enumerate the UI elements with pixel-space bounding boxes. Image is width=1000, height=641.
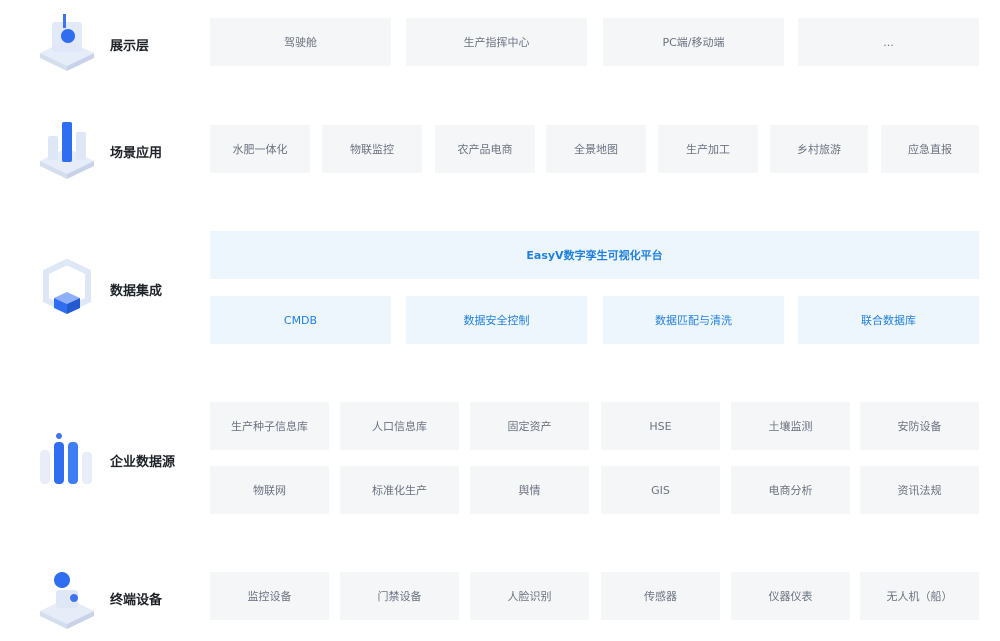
scenario-item[interactable]: 全景地图 <box>546 125 646 173</box>
integration-item[interactable]: CMDB <box>210 296 391 344</box>
scenario-item[interactable]: 乡村旅游 <box>770 125 868 173</box>
data-source-item[interactable]: GIS <box>601 466 720 514</box>
data-source-item[interactable]: 土壤监测 <box>731 402 850 450</box>
display-item-cockpit[interactable]: 驾驶舱 <box>210 18 391 66</box>
scenario-layer-icon <box>40 122 94 179</box>
data-source-item[interactable]: 固定资产 <box>470 402 589 450</box>
layer-title: 企业数据源 <box>110 455 176 470</box>
integration-layer-icon <box>43 258 91 314</box>
data-source-item[interactable]: 生产种子信息库 <box>210 402 329 450</box>
terminal-item[interactable]: 监控设备 <box>210 572 329 620</box>
data-source-item[interactable]: 标准化生产 <box>340 466 459 514</box>
data-source-item[interactable]: 物联网 <box>210 466 329 514</box>
data-source-item[interactable]: 资讯法规 <box>860 466 979 514</box>
scenario-item[interactable]: 农产品电商 <box>435 125 535 173</box>
data-source-item[interactable]: 舆情 <box>470 466 589 514</box>
layer-title: 数据集成 <box>110 284 163 299</box>
data-source-item[interactable]: 人口信息库 <box>340 402 459 450</box>
layer-title: 场景应用 <box>110 146 163 161</box>
display-item-command-center[interactable]: 生产指挥中心 <box>406 18 587 66</box>
terminal-layer-icon <box>40 572 94 629</box>
display-item-pc-mobile[interactable]: PC端/移动端 <box>603 18 784 66</box>
integration-item[interactable]: 联合数据库 <box>798 296 979 344</box>
data-source-item[interactable]: 安防设备 <box>860 402 979 450</box>
scenario-item[interactable]: 物联监控 <box>322 125 422 173</box>
data-source-item[interactable]: 电商分析 <box>731 466 850 514</box>
terminal-item[interactable]: 门禁设备 <box>340 572 459 620</box>
scenario-item[interactable]: 应急直报 <box>881 125 979 173</box>
terminal-item[interactable]: 无人机（船） <box>860 572 979 620</box>
integration-item[interactable]: 数据安全控制 <box>406 296 587 344</box>
display-item-more[interactable]: ... <box>798 18 979 66</box>
scenario-item[interactable]: 水肥一体化 <box>210 125 310 173</box>
terminal-item[interactable]: 人脸识别 <box>470 572 589 620</box>
integration-item[interactable]: 数据匹配与清洗 <box>603 296 784 344</box>
display-layer-icon <box>40 14 94 71</box>
layer-title: 终端设备 <box>110 593 163 608</box>
terminal-item[interactable]: 仪器仪表 <box>731 572 850 620</box>
easyv-platform[interactable]: EasyV数字孪生可视化平台 <box>210 231 979 279</box>
scenario-item[interactable]: 生产加工 <box>658 125 758 173</box>
data-source-item[interactable]: HSE <box>601 402 720 450</box>
data-source-layer-icon <box>40 433 92 484</box>
layer-title: 展示层 <box>110 39 150 54</box>
terminal-item[interactable]: 传感器 <box>601 572 720 620</box>
